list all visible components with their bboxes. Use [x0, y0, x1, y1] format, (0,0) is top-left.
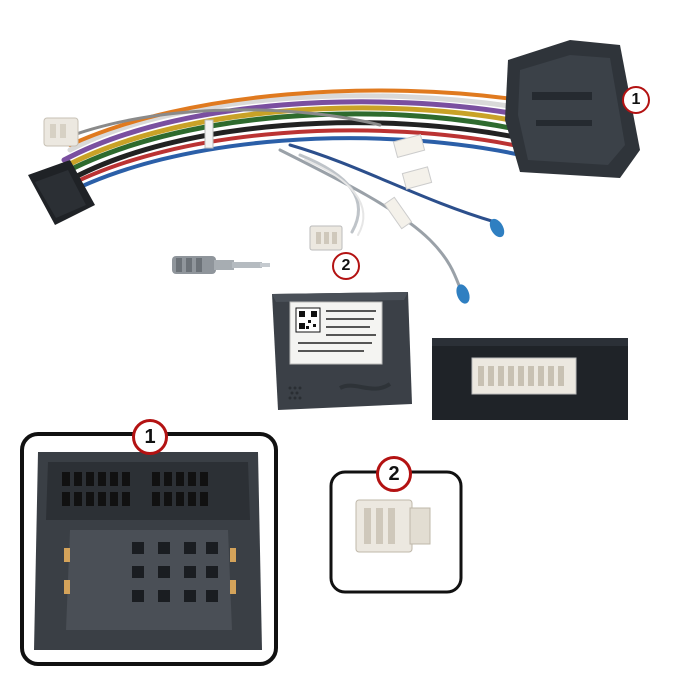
harness-socket	[505, 40, 640, 178]
callout-harness-socket: 1	[622, 86, 650, 114]
callout-detail-plug: 2	[376, 456, 412, 492]
wire-labels	[383, 134, 433, 230]
decoder-module	[272, 292, 412, 410]
callout-small-plug: 2	[332, 252, 360, 280]
decoder-module-port	[432, 338, 628, 420]
left-white-plug	[43, 117, 79, 147]
qr-code	[295, 307, 321, 333]
antenna-adapter	[172, 256, 270, 274]
detail-frame-socket	[20, 432, 278, 666]
wire-bundle	[56, 88, 525, 200]
wire-end-caps	[456, 218, 505, 304]
left-iso-connector	[28, 160, 95, 225]
detail-frame-plug	[329, 470, 463, 594]
branch-wires	[278, 143, 497, 290]
small-white-plug	[309, 225, 343, 251]
callout-detail-socket: 1	[132, 419, 168, 455]
